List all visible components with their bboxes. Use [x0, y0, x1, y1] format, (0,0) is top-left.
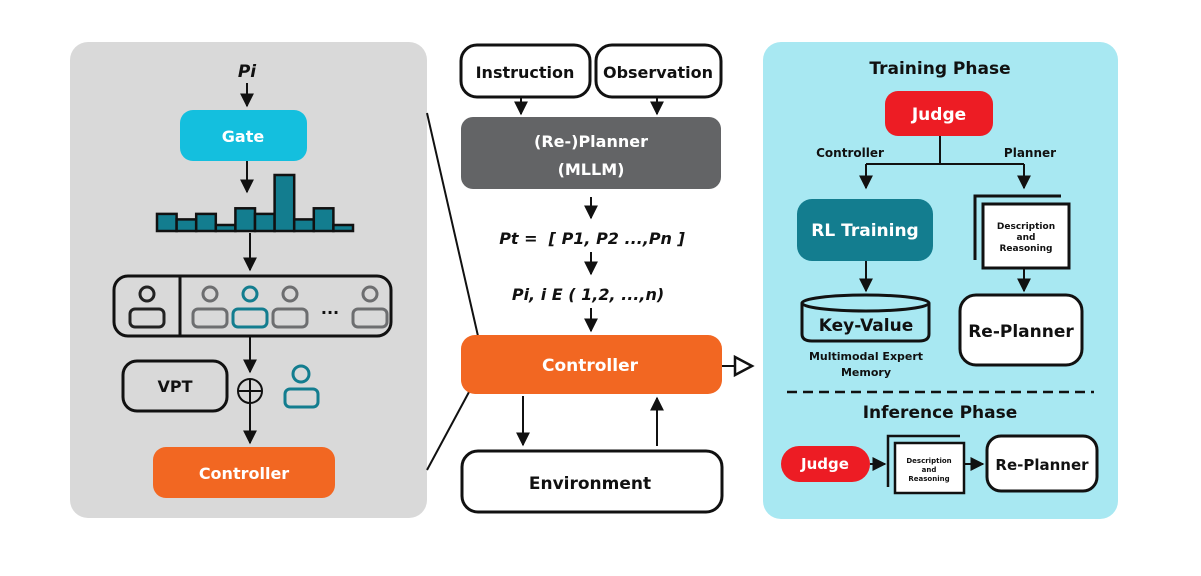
expert-pool: ···	[112, 274, 393, 338]
histogram-bar	[332, 223, 355, 233]
replanner-label: Re-Planner	[968, 322, 1074, 342]
left-controller-box	[153, 447, 335, 498]
environment-label: Environment	[529, 474, 651, 494]
expert-pool-frame	[112, 274, 393, 338]
branch-label-planner: Planner	[1004, 146, 1056, 160]
judge-label: Judge	[911, 105, 966, 125]
zoom-connector-bottom	[426, 391, 470, 471]
inference-document-icon	[886, 434, 966, 495]
observation-label: Observation	[603, 63, 713, 82]
environment-box	[460, 449, 724, 514]
routed-expert-icon	[351, 285, 389, 329]
branch-label-controller: Controller	[816, 146, 884, 160]
instruction-label: Instruction	[476, 63, 575, 82]
gate-label: Gate	[222, 127, 265, 146]
histogram-bar	[273, 173, 296, 233]
rl-training-label: RL Training	[811, 221, 918, 241]
replanner-box	[958, 293, 1084, 367]
shared-expert-icon	[128, 285, 166, 329]
memory-caption-line1: Multimodal Expert	[809, 350, 923, 363]
doc-text-line2: and	[1017, 233, 1036, 243]
left-controller-label: Controller	[199, 464, 289, 483]
inf-doc-text-line3: Reasoning	[908, 475, 949, 483]
doc-text-line1: Description	[997, 222, 1055, 232]
center-pipeline: Instruction Observation (Re-)Planner (ML…	[459, 43, 755, 514]
histogram-bar	[253, 212, 276, 233]
judge-branch-connector	[859, 136, 1031, 190]
training-phase-title: Training Phase	[869, 59, 1010, 79]
histogram-bar	[194, 212, 218, 233]
routed-expert-icon	[271, 285, 309, 329]
center-controller-label: Controller	[542, 356, 639, 376]
description-reasoning-document-icon	[973, 194, 1071, 270]
histogram-bar	[175, 218, 198, 233]
inference-replanner-box	[985, 434, 1099, 493]
gate-box	[180, 110, 307, 161]
histogram-bar	[292, 218, 316, 233]
output-to-judge-arrow-icon	[722, 354, 755, 378]
add-operator-icon	[237, 378, 263, 404]
zoom-connector-top	[426, 112, 479, 337]
memory-caption-line2: Memory	[841, 366, 891, 379]
key-value-label: Key-Value	[819, 316, 913, 336]
vpt-label: VPT	[157, 377, 192, 396]
vpt-box	[121, 359, 229, 413]
selected-expert-icon	[283, 364, 320, 409]
doc-text-line3: Reasoning	[1000, 244, 1053, 254]
plan-sequence-formula: Pt = [ P1, P2 ...,Pn ]	[499, 229, 685, 248]
subplan-formula: Pi, i E ( 1,2, ...,n)	[512, 285, 664, 304]
histogram-bar	[312, 207, 335, 233]
instruction-box	[459, 43, 592, 99]
judge-box	[885, 91, 993, 136]
inference-phase-title: Inference Phase	[863, 403, 1018, 423]
left-panel-background	[70, 42, 427, 518]
inference-replanner-label: Re-Planner	[995, 456, 1089, 474]
histogram-bar	[214, 223, 237, 233]
gate-weight-histogram	[155, 173, 355, 233]
inference-judge-label: Judge	[800, 455, 849, 473]
planner-box	[461, 117, 721, 189]
left-panel-moe-controller: Pi Gate ··· VPT Controller	[70, 42, 427, 518]
expert-ellipsis: ···	[321, 303, 339, 322]
pi-input-label: Pi	[238, 62, 257, 82]
observation-box	[594, 43, 723, 99]
planner-label-line1: (Re-)Planner	[534, 132, 648, 151]
histogram-bar	[155, 212, 178, 233]
planner-label-line2: (MLLM)	[558, 160, 625, 179]
center-controller-box	[461, 335, 722, 394]
right-panel-background	[763, 42, 1118, 519]
selected-routed-expert-icon	[231, 285, 269, 329]
routed-expert-icon	[191, 285, 229, 329]
rl-training-box	[797, 199, 933, 261]
inference-judge-box	[781, 446, 870, 482]
inf-doc-text-line2: and	[922, 466, 937, 474]
inf-doc-text-line1: Description	[906, 457, 951, 465]
key-value-memory-cylinder-icon	[800, 293, 931, 343]
histogram-bar	[234, 207, 257, 233]
right-panel-training-inference: Training Phase Judge Controller Planner …	[763, 42, 1118, 519]
